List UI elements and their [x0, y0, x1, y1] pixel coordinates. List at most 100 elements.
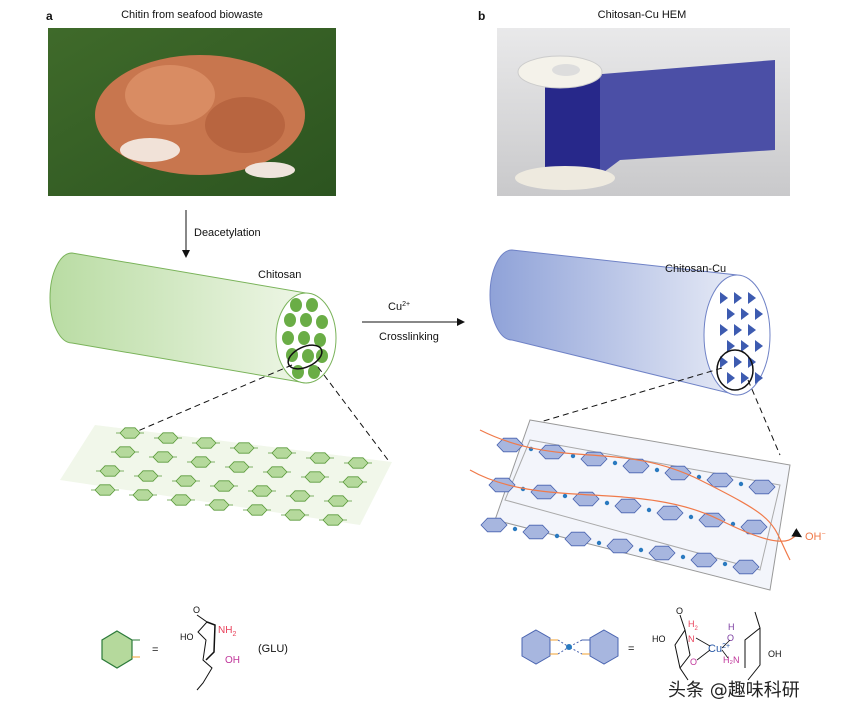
o-label: O — [193, 605, 200, 615]
chitosan-fiber-dot — [314, 333, 326, 347]
crosslink-triangle — [720, 292, 728, 304]
glucosamine-hexagon — [94, 484, 116, 496]
o-label-3: O — [727, 633, 734, 643]
chitosan-cu-hexagon — [706, 472, 734, 488]
chitosan-cylinder — [49, 252, 337, 384]
chitosan-fiber-dot — [308, 365, 320, 379]
oh-label: OH — [225, 655, 240, 666]
blue-hexagon-icon — [589, 629, 619, 665]
glucosamine-hexagon — [157, 432, 179, 444]
chitosan-fiber-dot — [302, 349, 314, 363]
crosslinked-network — [469, 419, 803, 591]
chitosan-cu-hexagon — [530, 484, 558, 500]
h2n-label: H₂N — [723, 655, 740, 665]
glucosamine-hexagon — [309, 452, 331, 464]
deacetylation-label: Deacetylation — [194, 227, 261, 239]
cu-ion-dot — [566, 644, 572, 650]
cu-ion-dot — [512, 526, 518, 532]
crosslink-triangle — [755, 372, 763, 384]
glucosamine-hexagon — [170, 494, 192, 506]
green-hexagon-icon — [101, 630, 133, 669]
glucosamine-hexagon — [175, 475, 197, 487]
chitosan-fiber-dot — [316, 315, 328, 329]
chitosan-cu-cylinder — [489, 249, 771, 396]
zoom-line — [529, 367, 723, 426]
chitosan-fiber-dot — [300, 313, 312, 327]
crosslink-triangle — [748, 324, 756, 336]
cu-reagent-label: Cu2+ — [388, 301, 410, 313]
cu-ion-dot — [604, 500, 610, 506]
ho-label: HO — [652, 634, 666, 644]
chitosan-fiber-dot — [292, 365, 304, 379]
glucosamine-hexagon — [327, 495, 349, 507]
glucosamine-hexagon — [99, 465, 121, 477]
glucosamine-hexagon — [190, 456, 212, 468]
glucosamine-hexagon — [347, 457, 369, 469]
cu-ion-dot — [570, 453, 576, 459]
glucosamine-hexagon — [119, 427, 141, 439]
glucosamine-hexagon — [195, 437, 217, 449]
zoom-line — [317, 366, 389, 461]
chitosan-cu-hexagon — [622, 458, 650, 474]
cu-crosslink-legend: = O HO OH H2 N O H O H₂N Cu2+ — [521, 606, 782, 681]
glu-label: (GLU) — [258, 643, 288, 655]
glucosamine-hexagon — [152, 451, 174, 463]
cu-ion-dot — [612, 460, 618, 466]
crosslink-triangle — [727, 340, 735, 352]
n-label: N — [688, 634, 695, 644]
crosslink-triangle — [741, 372, 749, 384]
chitosan-chain-sheet — [60, 425, 392, 526]
cu-ion-dot — [654, 467, 660, 473]
zoom-line — [747, 379, 781, 456]
panel-letter-a: a — [46, 9, 53, 23]
chitosan-fiber-dot — [284, 313, 296, 327]
chitosan-cu-hexagon — [748, 479, 776, 495]
crosslink-triangle — [727, 372, 735, 384]
cu-ion-dot — [680, 554, 686, 560]
chitosan-cu-hexagon — [496, 437, 524, 453]
crosslink-triangle — [755, 308, 763, 320]
chitosan-cu-hexagon — [690, 552, 718, 568]
glucosamine-hexagon — [304, 471, 326, 483]
glucosamine-hexagon — [251, 485, 273, 497]
cu-ion-dot — [696, 474, 702, 480]
o-label-2: O — [690, 657, 697, 667]
glucosamine-hexagon — [284, 509, 306, 521]
chitosan-cu-hexagon — [522, 524, 550, 540]
chitosan-fiber-dot — [298, 331, 310, 345]
h-label: H — [728, 622, 735, 632]
glucosamine-hexagon — [271, 447, 293, 459]
chitosan-cu-hexagon — [606, 538, 634, 554]
photo-b-title: Chitosan-Cu HEM — [598, 9, 687, 21]
seafood-biowaste-photo — [48, 28, 336, 196]
cu-ion-dot — [596, 540, 602, 546]
cu-ion-dot — [688, 514, 694, 520]
photo-a-title: Chitin from seafood biowaste — [121, 9, 263, 21]
chitosan-cu-hexagon — [656, 505, 684, 521]
glucosamine-hexagon — [137, 470, 159, 482]
crosslink-triangle — [755, 340, 763, 352]
nh2-label: NH2 — [218, 625, 236, 638]
crosslink-triangle — [734, 292, 742, 304]
glucosamine-hexagon — [233, 442, 255, 454]
panel-letter-b: b — [478, 9, 485, 23]
equals-sign: = — [628, 643, 634, 655]
chitosan-cu-hexagon — [698, 512, 726, 528]
chitosan-cu-hexagon — [648, 545, 676, 561]
glucosamine-hexagon — [132, 489, 154, 501]
crosslink-triangle — [720, 324, 728, 336]
glucosamine-hexagon — [342, 476, 364, 488]
cu-ion-dot — [562, 493, 568, 499]
glucosamine-hexagon — [322, 514, 344, 526]
chitosan-cu-hexagon — [564, 531, 592, 547]
chitosan-cu-hexagon — [732, 559, 760, 575]
chitosan-cu-hexagon — [664, 465, 692, 481]
chitosan-cu-hexagon — [740, 519, 768, 535]
cu-label: Cu2+ — [708, 643, 730, 655]
h2-label: H2 — [688, 619, 699, 632]
glucosamine-hexagon — [228, 461, 250, 473]
glucosamine-hexagon — [213, 480, 235, 492]
cu-ion-dot — [738, 481, 744, 487]
crosslink-triangle — [741, 340, 749, 352]
